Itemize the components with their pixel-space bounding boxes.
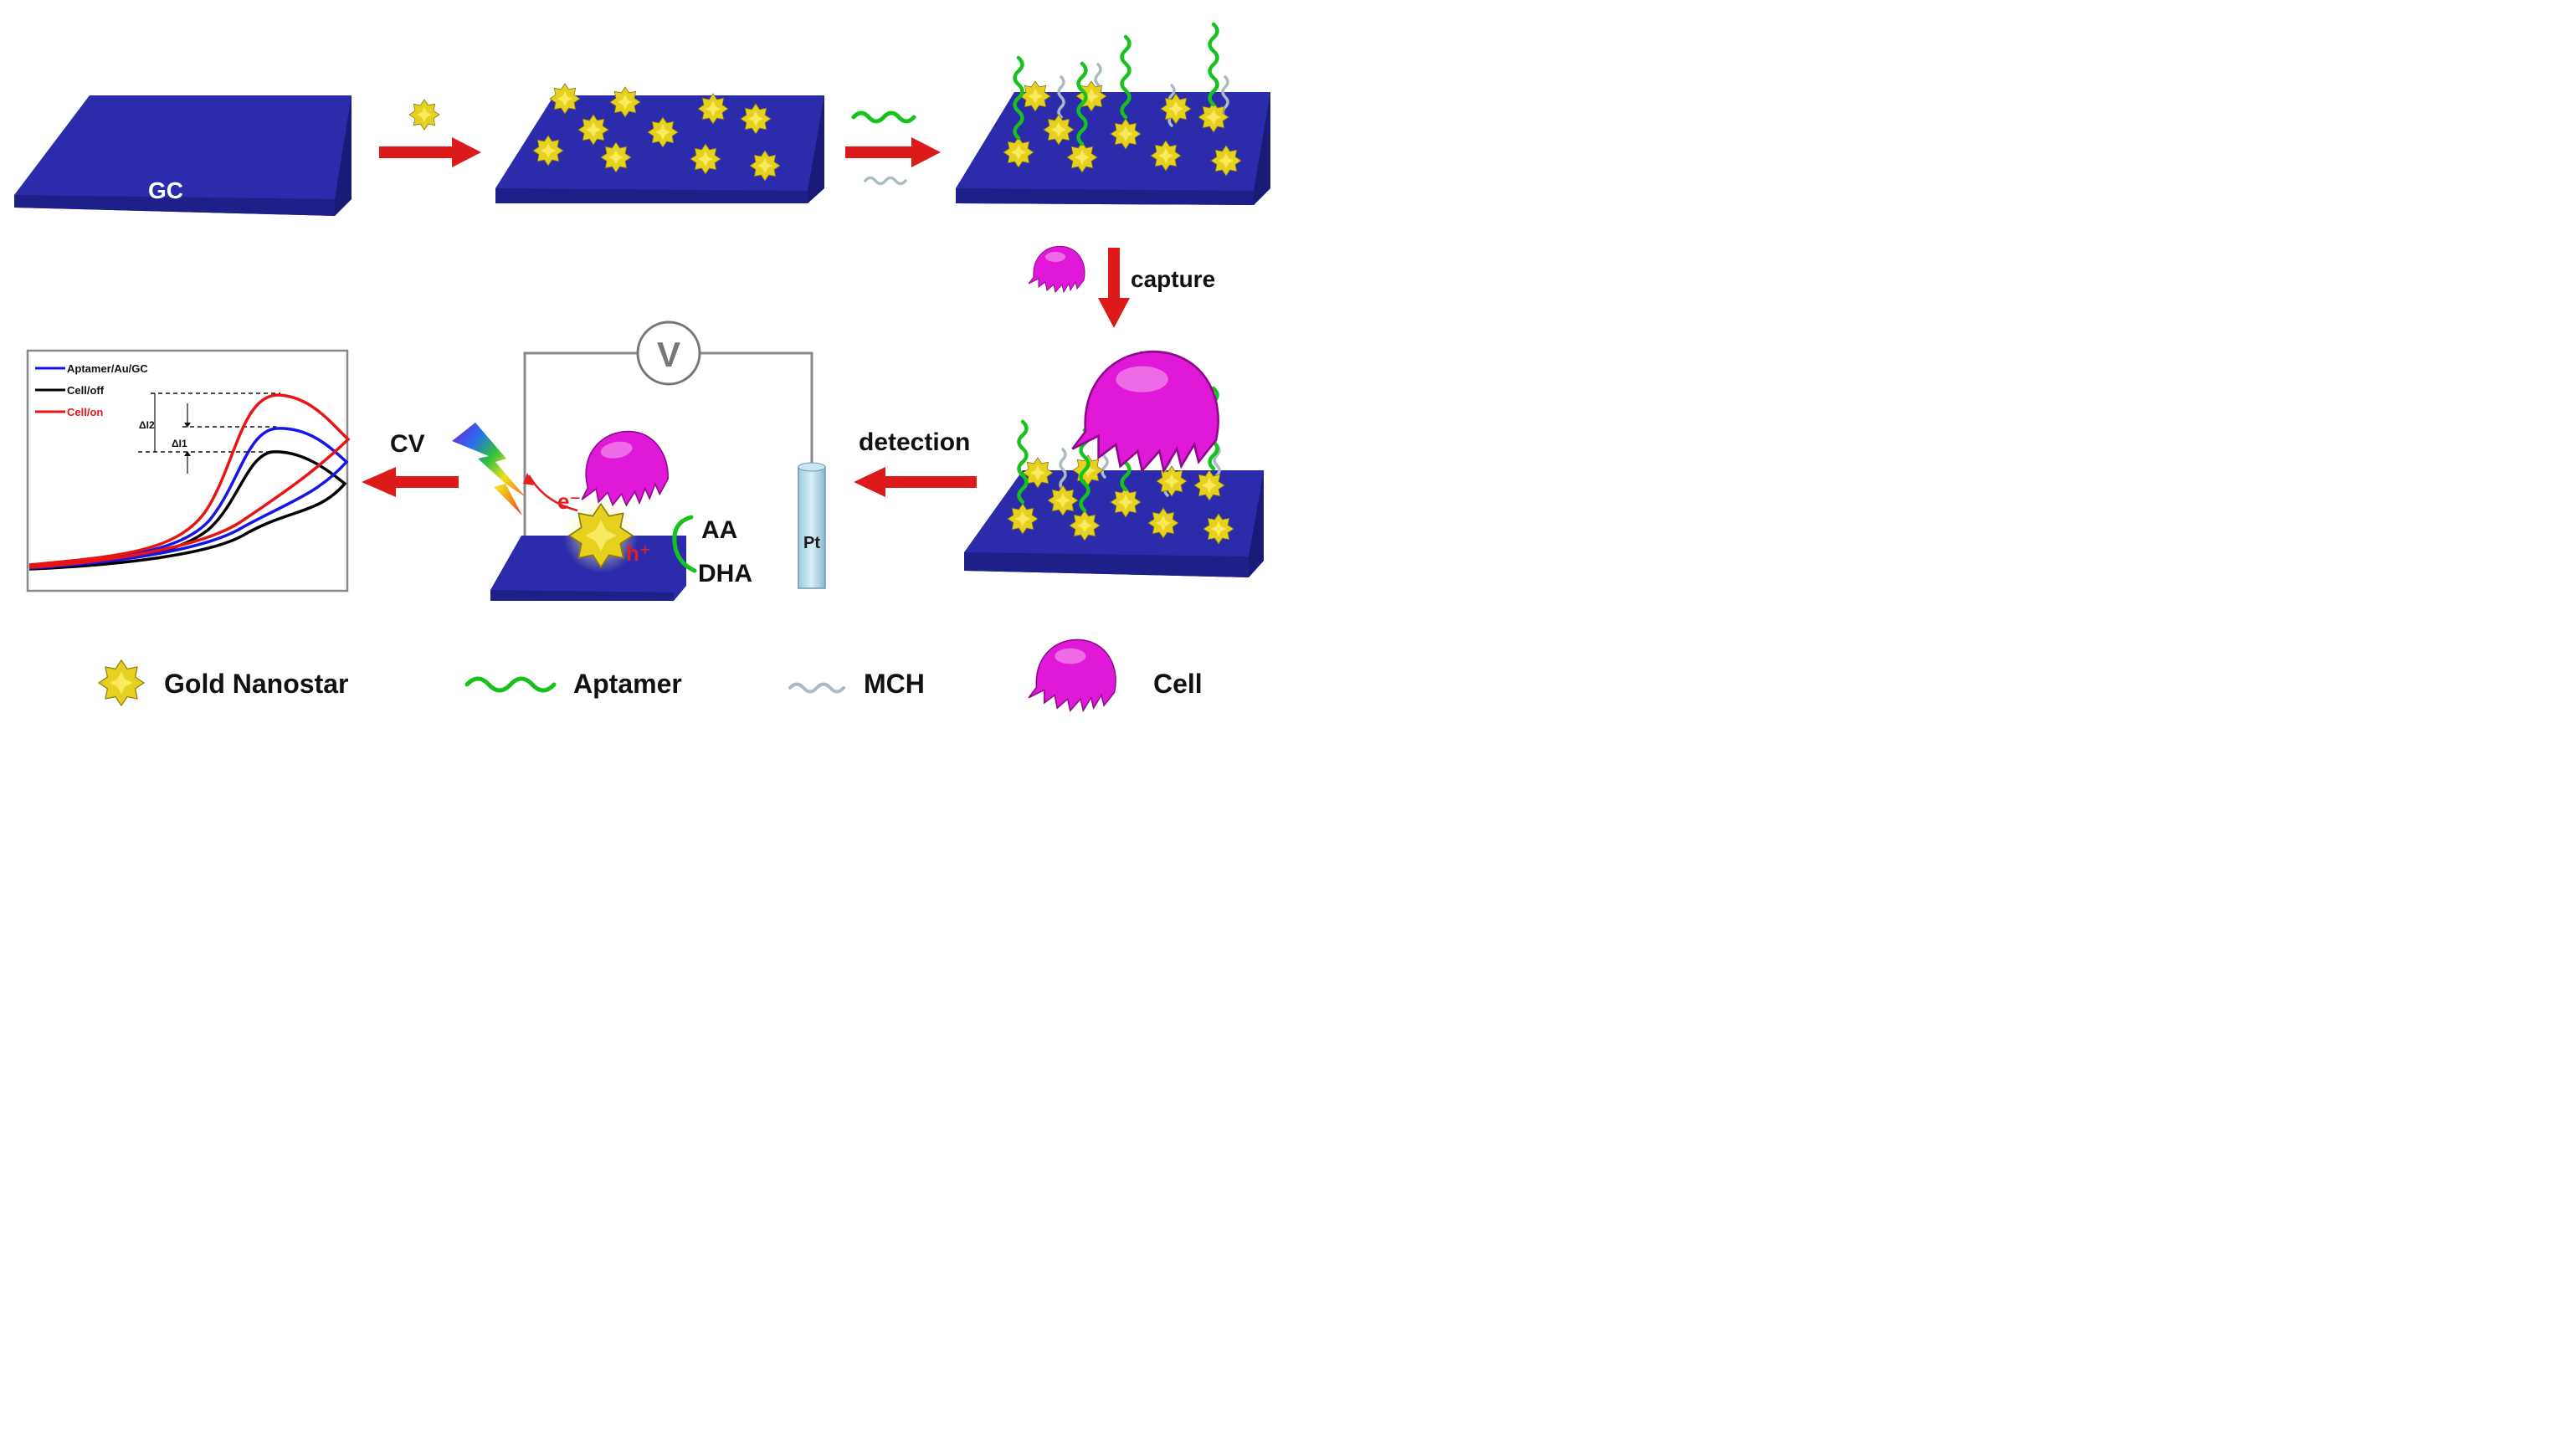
delta-i1-label: ΔI1 bbox=[172, 438, 187, 449]
arrow-cv bbox=[362, 467, 459, 497]
diagram-scene: GC bbox=[0, 0, 1288, 718]
cv-label: CV bbox=[390, 430, 425, 458]
nanostar-reagent-icon bbox=[408, 99, 440, 131]
cell-legend-icon bbox=[1028, 639, 1116, 711]
curve-aptamer-au-gc bbox=[28, 427, 349, 570]
aa-label: AA bbox=[701, 516, 737, 544]
pt-label: Pt bbox=[803, 534, 820, 552]
light-bolt-icon bbox=[452, 423, 526, 515]
legend-aptamer-au-gc: Aptamer/Au/GC bbox=[67, 362, 148, 375]
legend-gold-nanostar: Gold Nanostar bbox=[164, 669, 348, 699]
aptamer-substrate bbox=[956, 24, 1270, 205]
legend-aptamer: Aptamer bbox=[573, 669, 682, 699]
curve-cell-on bbox=[28, 393, 351, 569]
nanostar-substrate bbox=[495, 83, 824, 203]
circuit: V bbox=[523, 321, 813, 536]
hole-label: h⁺ bbox=[626, 541, 651, 566]
working-electrode bbox=[490, 424, 697, 601]
gc-substrate: GC bbox=[14, 95, 352, 216]
electron-label: e⁻ bbox=[557, 489, 581, 514]
cell-reagent-icon bbox=[1028, 245, 1085, 293]
dha-label: DHA bbox=[698, 560, 752, 587]
cv-plot: Aptamer/Au/GC Cell/off Cell/on ΔI2 ΔI1 bbox=[26, 349, 351, 592]
mch-reagent-icon bbox=[864, 176, 907, 186]
electron-arrowhead bbox=[523, 473, 534, 485]
delta-i2-label: ΔI2 bbox=[139, 419, 155, 431]
aptamer-legend-icon bbox=[464, 676, 557, 693]
capture-label: capture bbox=[1131, 266, 1215, 292]
electron-transfer-arrow bbox=[527, 474, 578, 512]
legend-cell-on: Cell/on bbox=[67, 406, 103, 418]
gc-label: GC bbox=[148, 177, 183, 203]
detection-label: detection bbox=[859, 428, 970, 456]
aptamer-reagent-icon bbox=[851, 110, 916, 124]
legend-cell-off: Cell/off bbox=[67, 384, 105, 397]
voltmeter-label: V bbox=[657, 335, 680, 374]
arrow-add-aptamer bbox=[845, 137, 941, 167]
arrow-capture bbox=[1098, 248, 1130, 328]
arrow-detection bbox=[854, 467, 977, 497]
legend-cell: Cell bbox=[1153, 669, 1203, 699]
gold-nanostar-icon bbox=[98, 659, 145, 706]
pt-electrode: Pt bbox=[798, 462, 826, 589]
captured-cell-substrate bbox=[964, 350, 1264, 577]
legend: Gold Nanostar Aptamer MCH Cell bbox=[98, 639, 1203, 711]
legend-mch: MCH bbox=[864, 669, 925, 699]
diagram-svg: GC bbox=[14, 0, 1270, 711]
mch-legend-icon bbox=[788, 682, 845, 694]
arrow-add-nanostar bbox=[379, 137, 481, 167]
